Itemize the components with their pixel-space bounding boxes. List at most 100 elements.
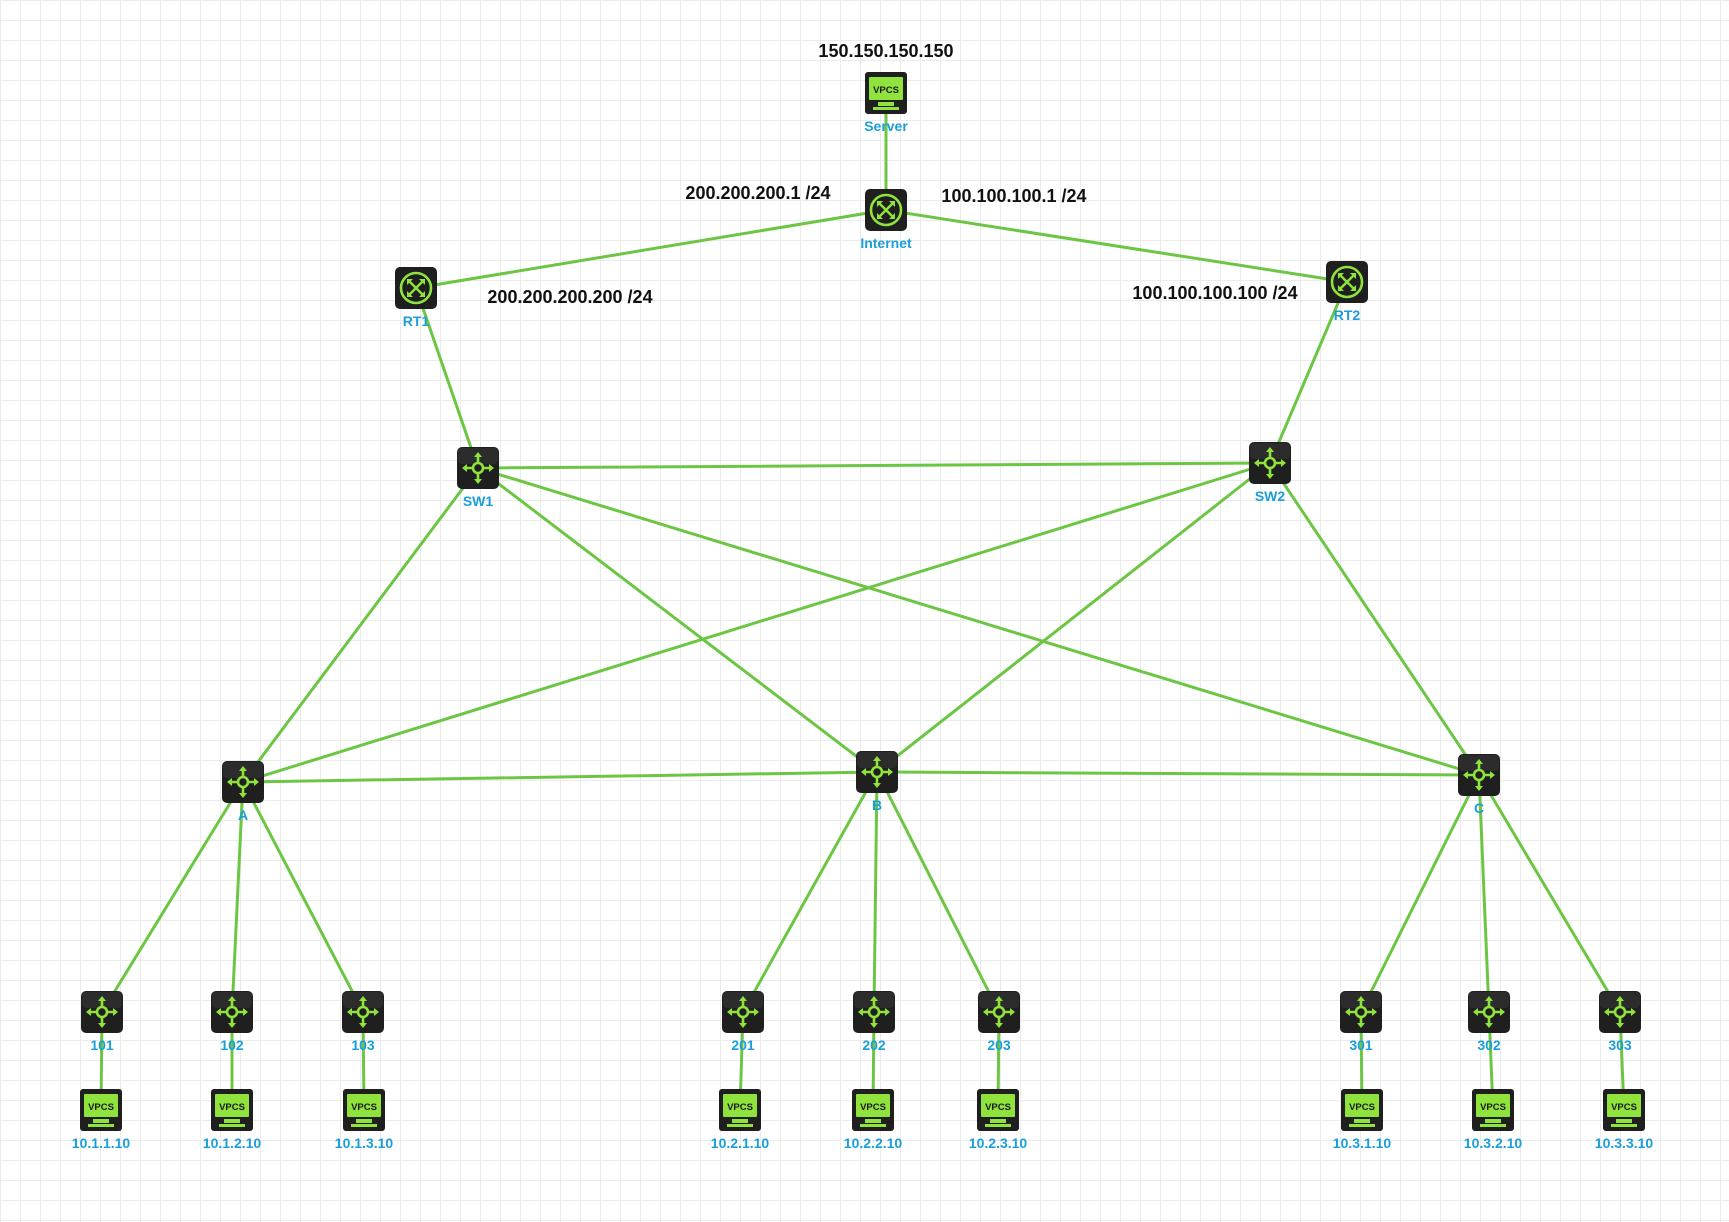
node-label: 202 [862,1037,886,1053]
node-b[interactable]: B [855,750,899,813]
link-sw1-b [476,466,879,774]
switch-icon [1248,441,1292,485]
vpcs-icon: VPCS [864,71,908,115]
switch-icon [341,990,385,1034]
switch-icon [1339,990,1383,1034]
node-label: 10.3.2.10 [1463,1135,1523,1151]
switch-icon [855,750,899,794]
link-a-b [241,770,879,784]
node-label: 10.2.1.10 [710,1135,770,1151]
svg-text:VPCS: VPCS [1611,1102,1637,1113]
node-label: 301 [1349,1037,1373,1053]
link-a-s101 [100,780,245,1014]
switch-icon [1457,753,1501,797]
ip-label-server: 150.150.150.150 [818,41,954,61]
switch-icon [1598,990,1642,1034]
link-sw1-a [241,466,480,784]
node-rt1[interactable]: RT1 [394,266,438,329]
vpcs-icon: VPCS [1602,1088,1646,1132]
switch-icon [456,446,500,490]
node-pc4[interactable]: VPCS 10.2.1.10 [711,1088,769,1151]
switch-icon [210,990,254,1034]
link-internet-rt2 [884,208,1349,284]
node-label: C [1473,800,1485,816]
link-c-s303 [1477,773,1622,1014]
link-internet-rt1 [414,208,888,290]
svg-text:VPCS: VPCS [873,85,899,96]
node-pc8[interactable]: VPCS 10.3.2.10 [1464,1088,1522,1151]
node-s102[interactable]: 102 [210,990,254,1053]
switch-icon [1467,990,1511,1034]
node-pc2[interactable]: VPCS 10.1.2.10 [203,1088,261,1151]
link-rt1-sw1 [414,286,480,470]
router-icon [1325,260,1369,304]
svg-text:VPCS: VPCS [1349,1102,1375,1113]
node-label: 10.3.1.10 [1332,1135,1392,1151]
link-sw2-a [241,461,1272,784]
router-icon [864,188,908,232]
node-label: 10.1.2.10 [202,1135,262,1151]
node-label: 303 [1608,1037,1632,1053]
svg-text:VPCS: VPCS [88,1102,114,1113]
link-rt2-sw2 [1268,280,1349,465]
vpcs-icon: VPCS [718,1088,762,1132]
svg-text:VPCS: VPCS [860,1102,886,1113]
link-sw1-sw2 [476,461,1272,470]
node-label: 102 [220,1037,244,1053]
node-label: RT1 [402,313,430,329]
node-internet[interactable]: Internet [860,188,912,251]
svg-text:VPCS: VPCS [219,1102,245,1113]
node-label: 10.2.3.10 [968,1135,1028,1151]
node-pc6[interactable]: VPCS 10.2.3.10 [969,1088,1027,1151]
vpcs-icon: VPCS [1471,1088,1515,1132]
link-b-s201 [741,770,879,1014]
node-s101[interactable]: 101 [80,990,124,1053]
node-a[interactable]: A [221,760,265,823]
node-s302[interactable]: 302 [1467,990,1511,1053]
link-sw2-c [1268,461,1481,777]
node-label: 10.1.1.10 [71,1135,131,1151]
node-s103[interactable]: 103 [341,990,385,1053]
switch-icon [977,990,1021,1034]
switch-icon [852,990,896,1034]
switch-icon [721,990,765,1034]
link-sw1-c [476,466,1481,777]
node-label: A [237,807,249,823]
node-label: SW2 [1254,488,1286,504]
node-rt2[interactable]: RT2 [1325,260,1369,323]
link-c-s301 [1359,773,1481,1014]
node-pc7[interactable]: VPCS 10.3.1.10 [1333,1088,1391,1151]
node-label: SW1 [462,493,494,509]
svg-text:VPCS: VPCS [727,1102,753,1113]
node-s301[interactable]: 301 [1339,990,1383,1053]
link-b-s202 [872,770,879,1014]
ip-label-internet-to-rt1: 200.200.200.1 /24 [685,183,831,203]
node-c[interactable]: C [1457,753,1501,816]
vpcs-icon: VPCS [210,1088,254,1132]
link-c-s302 [1477,773,1491,1014]
link-a-s103 [241,780,365,1014]
node-label: 201 [731,1037,755,1053]
node-sw2[interactable]: SW2 [1248,441,1292,504]
node-s202[interactable]: 202 [852,990,896,1053]
node-sw1[interactable]: SW1 [456,446,500,509]
node-label: B [871,797,883,813]
svg-text:VPCS: VPCS [1480,1102,1506,1113]
link-a-s102 [230,780,245,1014]
node-s203[interactable]: 203 [977,990,1021,1053]
node-pc1[interactable]: VPCS 10.1.1.10 [72,1088,130,1151]
switch-icon [80,990,124,1034]
node-server[interactable]: VPCS Server [864,71,908,134]
node-label: Internet [860,235,912,251]
node-s303[interactable]: 303 [1598,990,1642,1053]
vpcs-icon: VPCS [79,1088,123,1132]
node-s201[interactable]: 201 [721,990,765,1053]
link-b-c [875,770,1481,777]
svg-text:VPCS: VPCS [985,1102,1011,1113]
node-label: Server [864,118,908,134]
